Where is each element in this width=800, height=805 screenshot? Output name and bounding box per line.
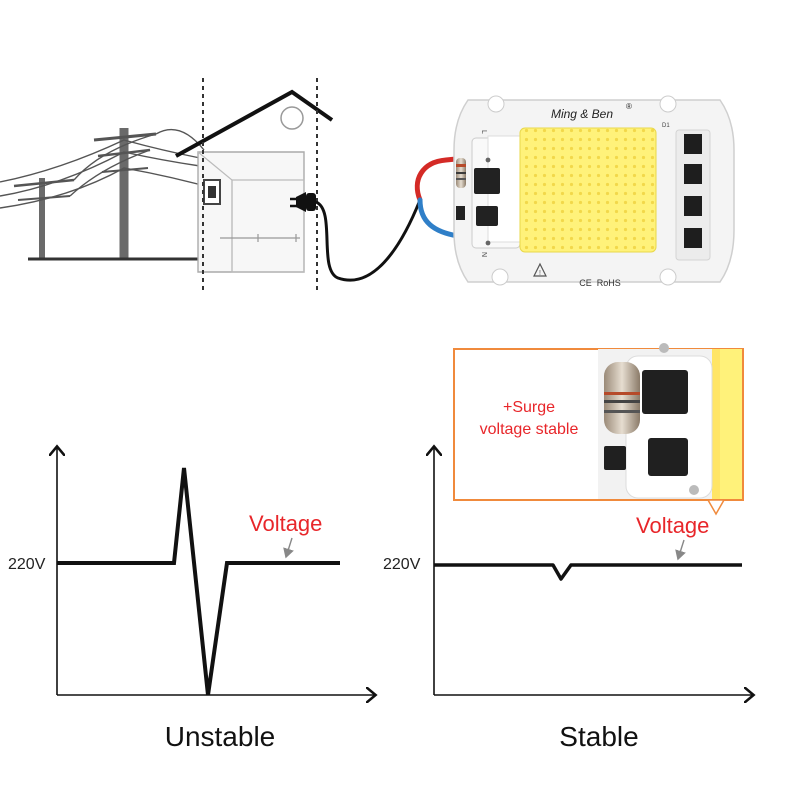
chip-registered-mark: ® <box>626 102 632 111</box>
graph-unstable-label-pointer <box>283 537 294 559</box>
graph-unstable <box>57 448 374 695</box>
chip-cert-label: CE RoHS <box>579 278 621 288</box>
graph-unstable-ref-label: 220V <box>8 556 46 573</box>
dashed-house-boundary <box>202 78 318 292</box>
graph-stable-voltage-line <box>434 563 742 581</box>
surge-callout-line1: +Surge <box>503 399 555 416</box>
graph-unstable-voltage-line <box>57 467 340 696</box>
graph-unstable-title: Unstable <box>165 721 276 752</box>
graph-stable-ref-label: 220V <box>383 556 421 573</box>
surge-callout <box>453 343 744 516</box>
power-poles-illustration <box>0 128 221 258</box>
live-wire <box>414 153 489 203</box>
chip-terminal-live: L <box>480 130 487 134</box>
graph-stable-title: Stable <box>559 721 638 752</box>
plug-icon <box>290 192 316 212</box>
surge-callout-line2: voltage stable <box>480 421 579 438</box>
graph-stable-label-pointer <box>675 539 686 561</box>
chip-terminal-neutral: N <box>480 252 487 257</box>
graph-unstable-signal-label: Voltage <box>249 511 322 536</box>
graph-stable-signal-label: Voltage <box>636 513 709 538</box>
house-illustration <box>175 89 334 273</box>
chip-brand-label: Ming & Ben <box>551 107 613 121</box>
led-cob-chip: ! <box>453 95 735 286</box>
graph-stable <box>434 448 752 695</box>
svg-text:!: ! <box>539 270 541 277</box>
chip-diode-label: D1 <box>662 123 670 129</box>
power-cable <box>315 199 422 282</box>
